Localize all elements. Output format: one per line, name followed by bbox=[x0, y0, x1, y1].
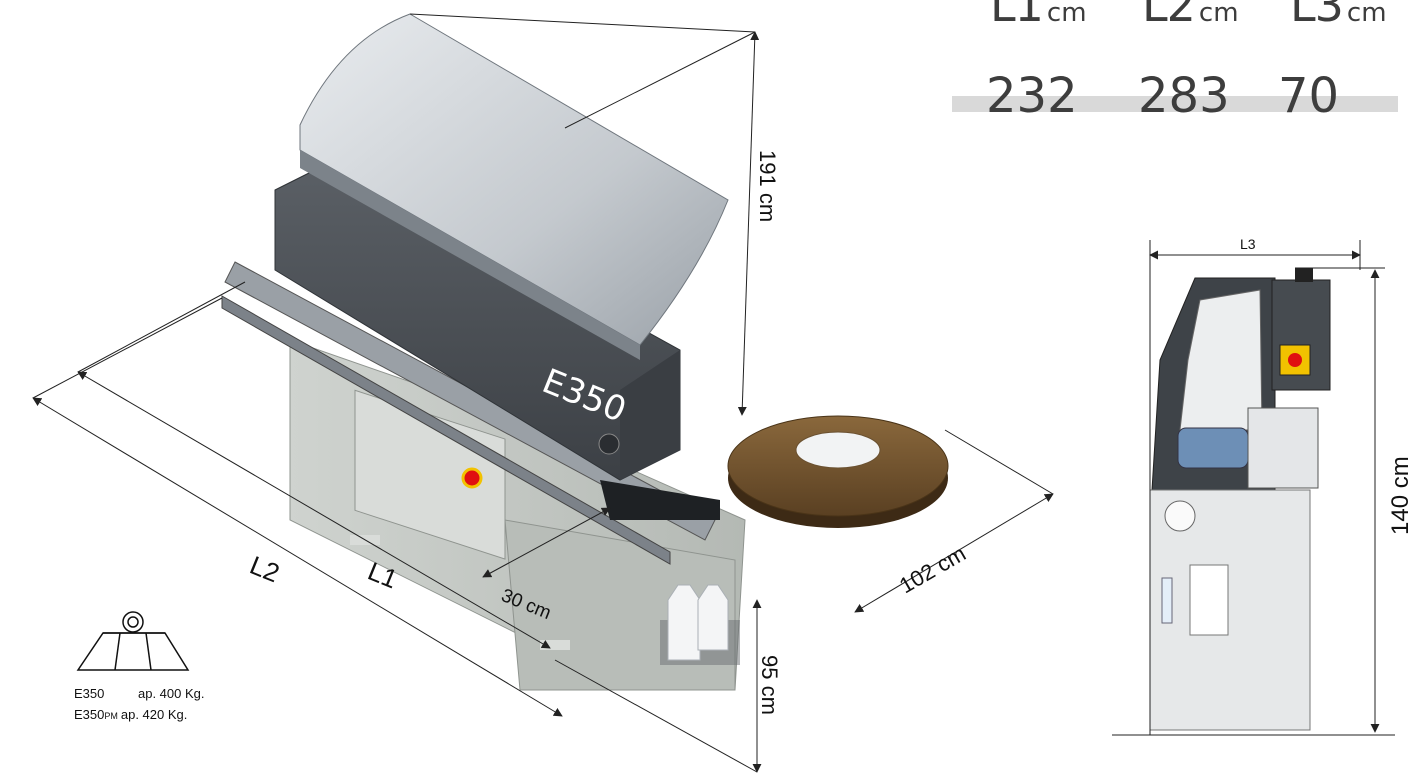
table-height-dimension-label: 95 cm bbox=[757, 655, 782, 715]
l1-extension-left bbox=[77, 281, 246, 373]
weight-row: E350 ap. 400 Kg. bbox=[74, 684, 205, 705]
value-l1: 232 bbox=[986, 68, 1078, 124]
height-dimension-line bbox=[737, 31, 760, 416]
side-view-motor bbox=[1177, 427, 1249, 469]
glue-bottles bbox=[660, 584, 740, 665]
feed-adjust-wheel bbox=[598, 433, 620, 455]
side-view-stop-button bbox=[1288, 353, 1302, 367]
header-l1-label: L1 bbox=[990, 0, 1044, 32]
table-height-extension bbox=[554, 659, 758, 773]
weight-icon bbox=[76, 611, 190, 671]
side-view-air-valve bbox=[1161, 577, 1173, 624]
value-l2: 283 bbox=[1138, 68, 1230, 124]
machine-body-side bbox=[620, 350, 680, 480]
side-view-cabinet-panel bbox=[1189, 564, 1229, 636]
side-view-illustration bbox=[1149, 268, 1331, 731]
weight-value: ap. 420 Kg. bbox=[120, 707, 188, 722]
dimensions-table-band bbox=[952, 96, 1398, 112]
depth-extension-line bbox=[944, 429, 1054, 495]
header-l3-label: L3 bbox=[1290, 0, 1344, 32]
machine-hood bbox=[299, 13, 729, 346]
edge-roll-turntable bbox=[727, 415, 949, 528]
header-l1-unit: cm bbox=[1046, 0, 1087, 28]
depth-dimension-label: 102 cm bbox=[895, 541, 970, 599]
weight-model-name: E350 bbox=[74, 707, 105, 722]
offset-dimension-line bbox=[482, 507, 611, 578]
l2-extension-left bbox=[32, 297, 223, 399]
weight-model-name: E350 bbox=[74, 686, 105, 701]
weight-info: E350 ap. 400 Kg. E350PM ap. 420 Kg. bbox=[74, 684, 205, 726]
l1-dimension-line bbox=[77, 371, 551, 649]
weight-model: E350PM bbox=[74, 705, 118, 726]
side-height-label: 140 cm bbox=[1387, 456, 1413, 535]
side-view-top-knob bbox=[1295, 268, 1313, 282]
dimension-lines bbox=[32, 13, 1054, 773]
height-extension-line bbox=[409, 13, 756, 33]
side-view-gauge bbox=[1164, 500, 1196, 532]
hood-shadow bbox=[300, 150, 640, 360]
side-view-dimension-lines bbox=[1112, 240, 1395, 736]
feed-tray bbox=[600, 480, 720, 520]
weight-model-suffix: PM bbox=[104, 711, 118, 721]
machine-illustration: E350 bbox=[221, 13, 746, 691]
height-diagonal-line bbox=[564, 31, 756, 129]
depth-dimension-line bbox=[854, 493, 1054, 613]
header-l3-unit: cm bbox=[1346, 0, 1387, 28]
value-l3: 70 bbox=[1278, 68, 1340, 124]
header-l2-unit: cm bbox=[1198, 0, 1239, 28]
height-dimension-label: 191 cm bbox=[755, 150, 780, 222]
weight-value: ap. 400 Kg. bbox=[138, 686, 205, 701]
weight-model: E350 bbox=[74, 684, 138, 705]
side-view-unit bbox=[1247, 407, 1319, 489]
header-l2-label: L2 bbox=[1142, 0, 1196, 32]
weight-row: E350PM ap. 420 Kg. bbox=[74, 705, 205, 726]
l2-label: L2 bbox=[246, 550, 284, 589]
l3-label: L3 bbox=[1240, 236, 1256, 252]
emergency-stop-button bbox=[461, 467, 483, 489]
